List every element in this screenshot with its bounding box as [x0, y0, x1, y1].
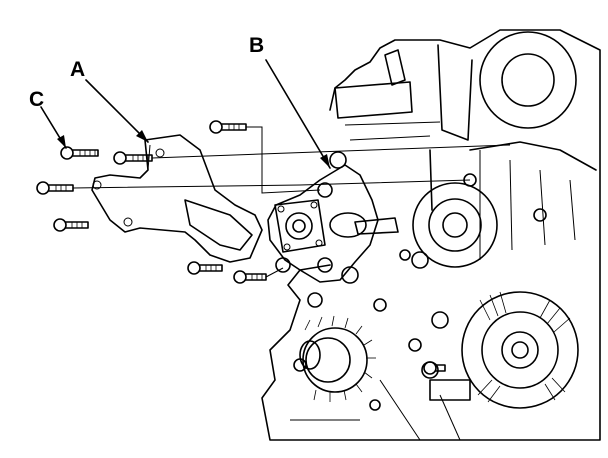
- bolt-c: [60, 146, 99, 160]
- callout-label-a: A: [70, 58, 85, 81]
- mounting-bracket: [91, 134, 263, 263]
- bolt: [187, 261, 223, 275]
- alignment-lines: [72, 126, 511, 278]
- engine-block: [261, 29, 601, 441]
- callout-arrows: [40, 59, 331, 169]
- bolt: [36, 181, 74, 195]
- bolt: [53, 218, 89, 232]
- bolt: [423, 361, 446, 375]
- water-pump: [267, 151, 399, 284]
- bolts: [36, 120, 446, 375]
- bolt: [209, 120, 247, 134]
- bolt: [233, 270, 267, 284]
- callout-label-c: C: [29, 88, 44, 111]
- callout-label-b: B: [249, 34, 264, 57]
